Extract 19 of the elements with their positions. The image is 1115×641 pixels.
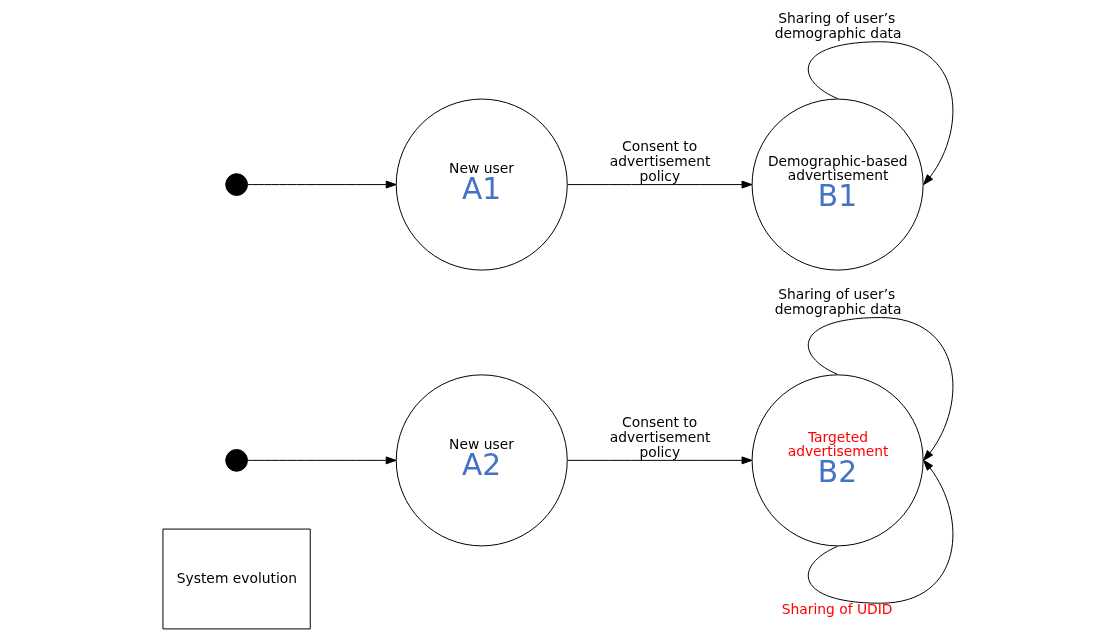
arrow [807,317,953,461]
arrow [807,41,953,186]
node-circle: New user A2 [395,374,568,547]
node-circle: Targeted advertisement B2 [751,374,924,547]
arrow [807,459,953,604]
edge-label: Sharing of user’s demographic data [774,10,902,41]
node-circle [224,173,248,196]
arrow [246,456,397,465]
arrow [566,456,752,465]
node-box: System evolution [161,528,311,630]
node-circle: Demographic-based advertisement B1 [751,98,924,271]
arrow [246,180,397,189]
edge-label: Sharing of user’s demographic data [774,285,902,317]
node-circle [224,449,248,472]
edge-label: Sharing of UDID [781,601,892,618]
arrow [566,180,752,189]
edge-label: Consent to advertisement policy [609,413,711,460]
node-circle: New user A1 [395,98,568,271]
edge-label: Consent to advertisement policy [609,138,711,184]
